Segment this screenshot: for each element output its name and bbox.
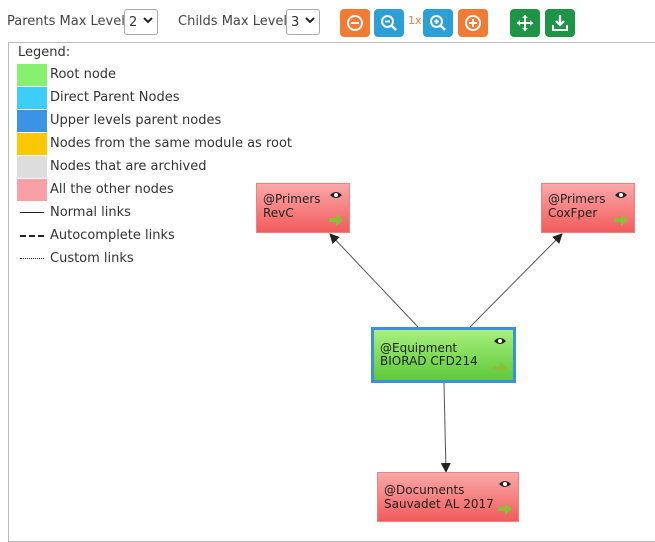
- eye-icon[interactable]: [329, 190, 343, 200]
- parents-max-level-select[interactable]: 2: [124, 9, 158, 35]
- legend-swatch: [17, 156, 47, 178]
- legend-label: All the other nodes: [50, 182, 174, 197]
- download-button[interactable]: [545, 9, 575, 37]
- plus-circle-icon: [465, 15, 481, 31]
- node-module: @Documents: [384, 483, 465, 497]
- node-module: @Equipment: [380, 341, 458, 355]
- childs-max-level-select[interactable]: 3: [286, 9, 320, 35]
- zoom-level: 1x: [408, 14, 422, 27]
- chevron-down-icon: [143, 17, 153, 24]
- arrow-right-icon[interactable]: [328, 213, 344, 227]
- legend-swatch: [17, 179, 47, 201]
- node-name: BIORAD CFD214: [380, 354, 478, 368]
- collapse-button[interactable]: [340, 9, 370, 37]
- arrow-right-icon[interactable]: [497, 502, 513, 516]
- move-icon: [517, 15, 533, 31]
- legend-swatch: [17, 133, 47, 155]
- node-name: CoxFper: [548, 206, 598, 220]
- legend-label: Upper levels parent nodes: [50, 113, 222, 128]
- zoom-in-icon: [430, 15, 446, 31]
- node-name: RevC: [263, 206, 294, 220]
- edge-equipment-to-documents: [440, 382, 451, 473]
- node-primers-revc[interactable]: @Primers RevC: [256, 183, 350, 233]
- minus-circle-icon: [347, 15, 363, 31]
- legend-title: Legend:: [18, 45, 71, 60]
- zoom-in-button[interactable]: [423, 9, 453, 37]
- parents-max-level-label: Parents Max Level: [7, 14, 125, 29]
- legend-label: Root node: [50, 67, 117, 82]
- solid-line-sample: [20, 212, 44, 213]
- arrow-right-icon[interactable]: [492, 361, 508, 375]
- zoom-out-icon: [381, 15, 397, 31]
- legend-swatch: [17, 110, 47, 132]
- legend-label: Direct Parent Nodes: [50, 90, 180, 105]
- legend-label: Custom links: [50, 251, 134, 266]
- graph-canvas[interactable]: [8, 42, 655, 542]
- legend-label: Nodes that are archived: [50, 159, 207, 174]
- edge-equipment-to-primers-coxfper: [469, 233, 563, 328]
- legend-swatch: [17, 64, 47, 86]
- download-icon: [552, 15, 568, 31]
- legend-swatch: [17, 87, 47, 109]
- node-module: @Primers: [263, 192, 321, 206]
- dotted-line-sample: [20, 258, 44, 259]
- childs-max-level-value: 3: [291, 15, 300, 30]
- node-equipment-biorad-root[interactable]: @Equipment BIORAD CFD214: [371, 327, 516, 383]
- node-name: Sauvadet AL 2017: [384, 497, 494, 511]
- arrow-right-icon[interactable]: [613, 213, 629, 227]
- toolbar: Parents Max Level 2 Childs Max Level 3 1…: [0, 0, 655, 44]
- expand-button[interactable]: [458, 9, 488, 37]
- childs-max-level-label: Childs Max Level: [178, 14, 288, 29]
- chevron-down-icon: [305, 17, 315, 24]
- legend-label: Autocomplete links: [50, 228, 175, 243]
- dashed-line-sample: [20, 235, 44, 237]
- fit-view-button[interactable]: [510, 9, 540, 37]
- parents-max-level-value: 2: [129, 15, 138, 30]
- node-primers-coxfper[interactable]: @Primers CoxFper: [541, 183, 635, 233]
- zoom-out-button[interactable]: [374, 9, 404, 37]
- edge-equipment-to-primers-revc: [329, 233, 419, 328]
- eye-icon[interactable]: [493, 336, 507, 346]
- node-module: @Primers: [548, 192, 606, 206]
- eye-icon[interactable]: [498, 479, 512, 489]
- eye-icon[interactable]: [614, 190, 628, 200]
- legend-label: Nodes from the same module as root: [50, 136, 293, 151]
- legend-label: Normal links: [50, 205, 131, 220]
- node-documents-sauvadet[interactable]: @Documents Sauvadet AL 2017: [377, 472, 519, 522]
